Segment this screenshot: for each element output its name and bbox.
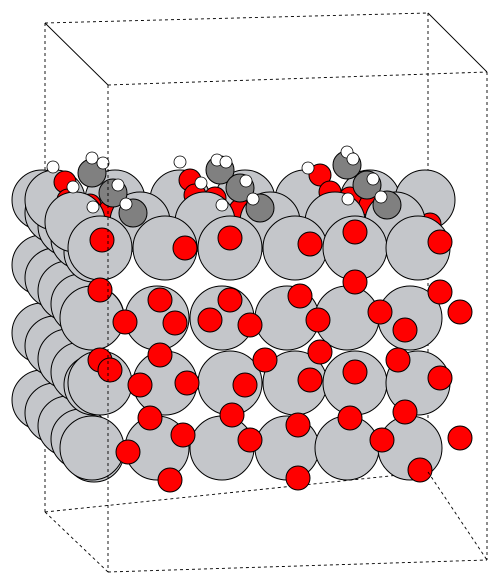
- oxygen-atom: [285, 465, 311, 491]
- metal-atom: [59, 415, 125, 481]
- hydrogen-atom: [85, 151, 99, 165]
- oxygen-atom: [172, 235, 198, 261]
- oxygen-atom: [252, 347, 278, 373]
- hydrogen-atom: [86, 200, 100, 214]
- oxygen-atom: [162, 310, 188, 336]
- oxygen-atom: [137, 405, 163, 431]
- oxygen-atom: [392, 399, 418, 425]
- oxygen-atom: [367, 299, 393, 325]
- oxygen-atom: [87, 277, 113, 303]
- oxygen-atom: [447, 299, 473, 325]
- hydrogen-atom: [66, 180, 80, 194]
- oxygen-atom: [342, 269, 368, 295]
- oxygen-atom: [232, 372, 258, 398]
- cell-edge: [427, 12, 488, 73]
- unit-cell-front-edges: [44, 71, 488, 573]
- hydrogen-atom: [301, 161, 315, 175]
- hydrogen-atom: [366, 172, 380, 186]
- oxygen-atom: [237, 427, 263, 453]
- hydrogen-atom: [239, 174, 253, 188]
- oxygen-atom: [237, 312, 263, 338]
- hydrogen-atom: [374, 190, 388, 204]
- oxygen-atom: [305, 307, 331, 333]
- oxygen-atom: [97, 357, 123, 383]
- oxygen-atom: [297, 231, 323, 257]
- hydrogen-atom: [173, 155, 187, 169]
- cell-edge: [44, 22, 109, 86]
- cell-edge: [107, 559, 488, 573]
- hydrogen-atom: [215, 198, 229, 212]
- cell-edge: [44, 471, 429, 513]
- hydrogen-atom: [346, 152, 360, 166]
- oxygen-atom: [174, 370, 200, 396]
- oxygen-atom: [342, 359, 368, 385]
- oxygen-atom: [147, 342, 173, 368]
- hydrogen-atom: [111, 178, 125, 192]
- atom-layer: [11, 145, 473, 493]
- hydrogen-atom: [46, 160, 60, 174]
- oxygen-atom: [427, 279, 453, 305]
- oxygen-atom: [197, 307, 223, 333]
- hydrogen-atom: [96, 156, 110, 170]
- oxygen-atom: [447, 425, 473, 451]
- cell-edge: [107, 71, 488, 86]
- oxygen-atom: [219, 402, 245, 428]
- oxygen-atom: [337, 405, 363, 431]
- oxygen-atom: [127, 372, 153, 398]
- hydrogen-atom: [194, 176, 208, 190]
- cell-edge: [44, 12, 429, 24]
- oxygen-atom: [112, 309, 138, 335]
- oxygen-atom: [342, 219, 368, 245]
- oxygen-atom: [307, 339, 333, 365]
- oxygen-atom: [115, 439, 141, 465]
- cell-edge: [44, 511, 109, 573]
- oxygen-atom: [217, 225, 243, 251]
- cell-edge: [427, 471, 488, 561]
- oxygen-atom: [285, 412, 311, 438]
- hydrogen-atom: [246, 192, 260, 206]
- oxygen-atom: [407, 457, 433, 483]
- oxygen-atom: [297, 367, 323, 393]
- hydrogen-atom: [119, 197, 133, 211]
- oxygen-atom: [392, 317, 418, 343]
- oxygen-atom: [287, 283, 313, 309]
- oxygen-atom: [308, 163, 332, 187]
- oxygen-atom: [89, 227, 115, 253]
- oxygen-atom: [427, 365, 453, 391]
- oxygen-atom: [385, 347, 411, 373]
- hydrogen-atom: [219, 155, 233, 169]
- oxygen-atom: [157, 467, 183, 493]
- oxygen-atom: [427, 229, 453, 255]
- oxygen-atom: [170, 422, 196, 448]
- oxygen-atom: [147, 287, 173, 313]
- oxygen-atom: [217, 287, 243, 313]
- oxygen-atom: [369, 427, 395, 453]
- hydrogen-atom: [341, 192, 355, 206]
